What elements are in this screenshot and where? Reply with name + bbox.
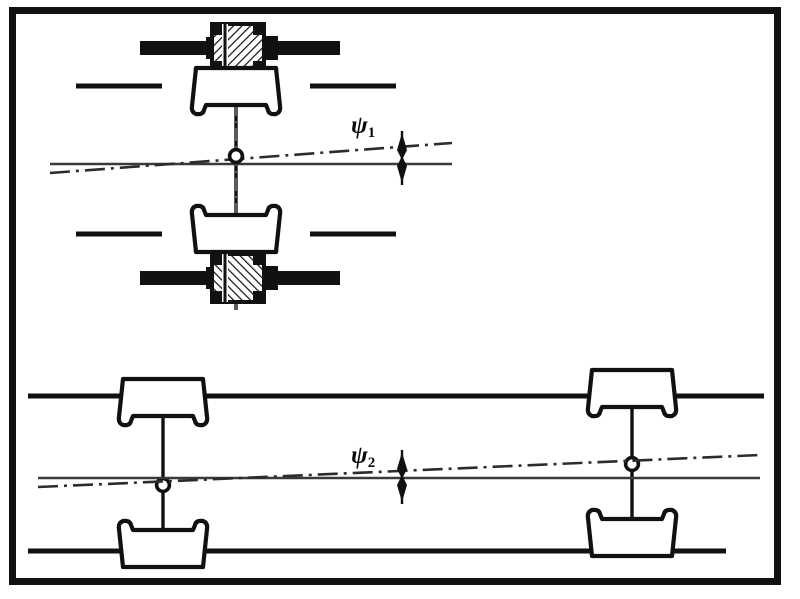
upper-yaw-axis-line: [49, 141, 453, 175]
upper-diagram-single-wheelset: [49, 22, 453, 310]
figure-frame-border: [9, 7, 781, 585]
upper-axle-box-top: [138, 22, 342, 74]
psi1-label: ψ1: [351, 113, 375, 141]
psi1-angle-arrow: [395, 129, 409, 187]
psi2-label: ψ2: [351, 443, 375, 471]
psi2-symbol: ψ: [351, 442, 368, 469]
trailing-wheelset: [588, 370, 676, 556]
leading-wheelset: [119, 379, 207, 567]
upper-axle-box-bottom: [138, 252, 342, 304]
psi1-symbol: ψ: [351, 112, 368, 139]
upper-rail-segments: [76, 83, 396, 237]
psi1-subscript: 1: [367, 125, 376, 142]
lower-diagram-two-wheelsets: [28, 370, 764, 567]
psi2-subscript: 2: [367, 455, 376, 472]
upper-pivot-point: [227, 147, 245, 165]
